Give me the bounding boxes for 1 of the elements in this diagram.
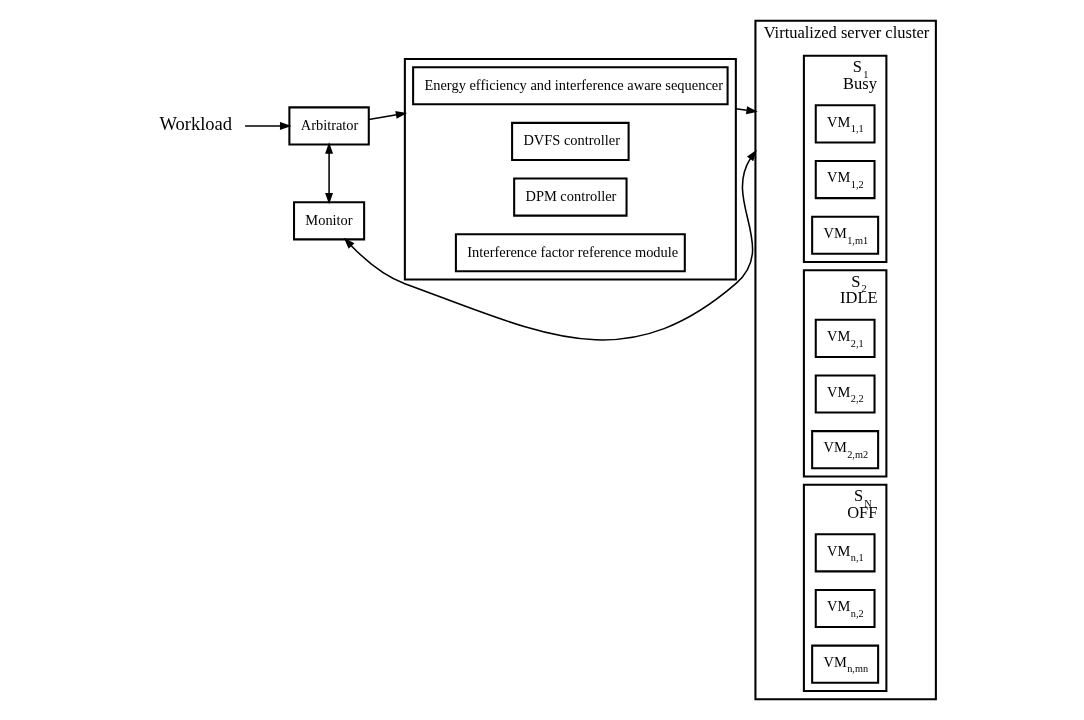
node-text: Workload [159, 113, 233, 135]
